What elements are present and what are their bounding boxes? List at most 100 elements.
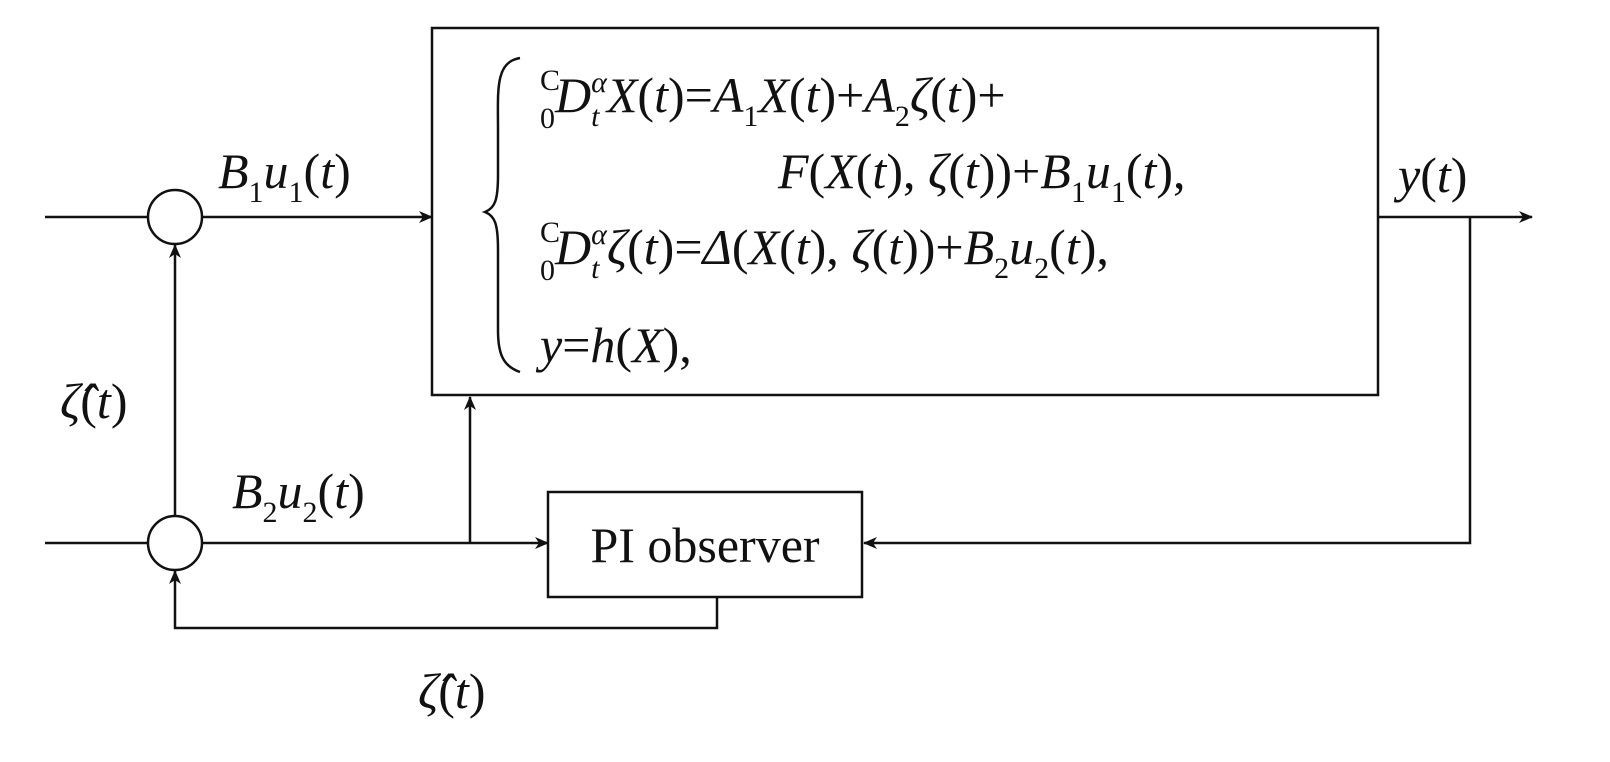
math-segment: Δ — [701, 219, 732, 275]
math-segment: ), — [810, 219, 852, 275]
label-output-y: y(t) — [1393, 147, 1467, 203]
summing-junction-1 — [146, 188, 204, 246]
math-segment: ( — [627, 219, 644, 275]
math-segment: u — [1086, 143, 1111, 199]
math-segment: ))+ — [902, 219, 964, 275]
pi-observer-label: PI observer — [590, 517, 819, 573]
math-segment: y — [1393, 147, 1421, 203]
math-segment: ( — [872, 219, 889, 275]
equation-4: y=h(X), — [535, 317, 692, 373]
math-segment: 2 — [895, 100, 910, 133]
math-segment: t — [97, 373, 112, 429]
math-segment: 2 — [1034, 252, 1049, 285]
math-segment: t — [591, 100, 600, 133]
math-segment: C — [540, 64, 560, 97]
math-segment: ( — [1049, 219, 1066, 275]
math-segment: ) — [111, 373, 128, 429]
math-segment: t — [644, 219, 659, 275]
pi-observer-block — [546, 490, 864, 599]
math-segment: u — [278, 463, 303, 519]
math-segment: 2 — [303, 496, 318, 529]
math-segment: )+ — [819, 67, 864, 123]
math-segment: t — [806, 67, 821, 123]
math-segment: 0 — [540, 254, 555, 287]
math-segment: ( — [637, 67, 654, 123]
math-segment: ))+ — [979, 143, 1041, 199]
math-segment: A — [861, 67, 895, 123]
math-segment: ( — [948, 143, 965, 199]
math-segment: y — [535, 317, 563, 373]
math-segment: ( — [304, 143, 321, 199]
math-segment: B — [218, 143, 249, 199]
math-segment: )= — [658, 219, 703, 275]
math-segment: 2 — [263, 496, 278, 529]
math-segment: 1 — [743, 100, 758, 133]
math-segment: ζ — [851, 219, 875, 275]
math-segment: ζ — [607, 219, 631, 275]
math-segment: 1 — [1111, 176, 1126, 209]
math-segment: ) — [334, 143, 351, 199]
math-segment: X — [823, 143, 858, 199]
math-segment: t — [654, 67, 669, 123]
math-segment: ( — [930, 67, 947, 123]
math-segment: ) — [1451, 147, 1468, 203]
math-segment: ( — [809, 143, 826, 199]
math-segment: ), — [1156, 143, 1185, 199]
math-segment: X — [756, 67, 791, 123]
math-segment: t — [888, 219, 903, 275]
math-segment: F — [777, 143, 809, 199]
label-b1u1: B1u1(t) — [218, 143, 351, 209]
math-segment: 1 — [289, 176, 304, 209]
math-segment: t — [1142, 143, 1157, 199]
math-segment: ( — [732, 219, 749, 275]
system-brace — [481, 56, 521, 374]
math-segment: ( — [438, 663, 455, 719]
math-segment: 1 — [1071, 176, 1086, 209]
math-segment: ( — [779, 219, 796, 275]
math-segment: t — [965, 143, 980, 199]
math-segment: X — [747, 219, 782, 275]
math-segment: ( — [856, 143, 873, 199]
math-segment: t — [1066, 219, 1081, 275]
equation-2: F(X(t), ζ(t))+B1u1(t), — [777, 143, 1186, 209]
math-segment: )+ — [961, 67, 1006, 123]
math-segment: X — [630, 317, 665, 373]
math-segment: α — [591, 218, 608, 251]
math-segment: t — [591, 252, 600, 285]
math-segment: ( — [80, 373, 97, 429]
math-segment: 0 — [540, 102, 555, 135]
math-segment: B — [232, 463, 263, 519]
math-segment: u — [264, 143, 289, 199]
math-segment: t — [334, 463, 349, 519]
math-segment: t — [320, 143, 335, 199]
math-segment: B — [964, 219, 995, 275]
math-segment: C — [540, 216, 560, 249]
math-segment: ζ — [910, 67, 934, 123]
math-segment: ) — [348, 463, 365, 519]
math-segment: 2 — [994, 252, 1009, 285]
math-segment: A — [710, 67, 744, 123]
math-segment: ( — [1420, 147, 1437, 203]
math-segment: 1 — [249, 176, 264, 209]
math-segment: h — [590, 317, 615, 373]
math-segment: = — [562, 317, 590, 373]
arrow-output-feedback — [863, 217, 1472, 549]
math-segment: ( — [615, 317, 632, 373]
math-segment: ζ — [928, 143, 952, 199]
math-segment: t — [796, 219, 811, 275]
math-segment: t — [455, 663, 470, 719]
math-segment: ), — [1080, 219, 1109, 275]
math-segment: D — [554, 219, 591, 275]
math-segment: B — [1040, 143, 1071, 199]
math-segment: D — [554, 67, 591, 123]
math-segment: ( — [318, 463, 335, 519]
math-segment: α — [591, 66, 608, 99]
math-segment: ), — [663, 317, 692, 373]
summing-junction-2 — [146, 514, 204, 572]
math-segment: ( — [789, 67, 806, 123]
math-segment: X — [605, 67, 640, 123]
label-b2u2: B2u2(t) — [232, 463, 365, 529]
math-segment: t — [947, 67, 962, 123]
